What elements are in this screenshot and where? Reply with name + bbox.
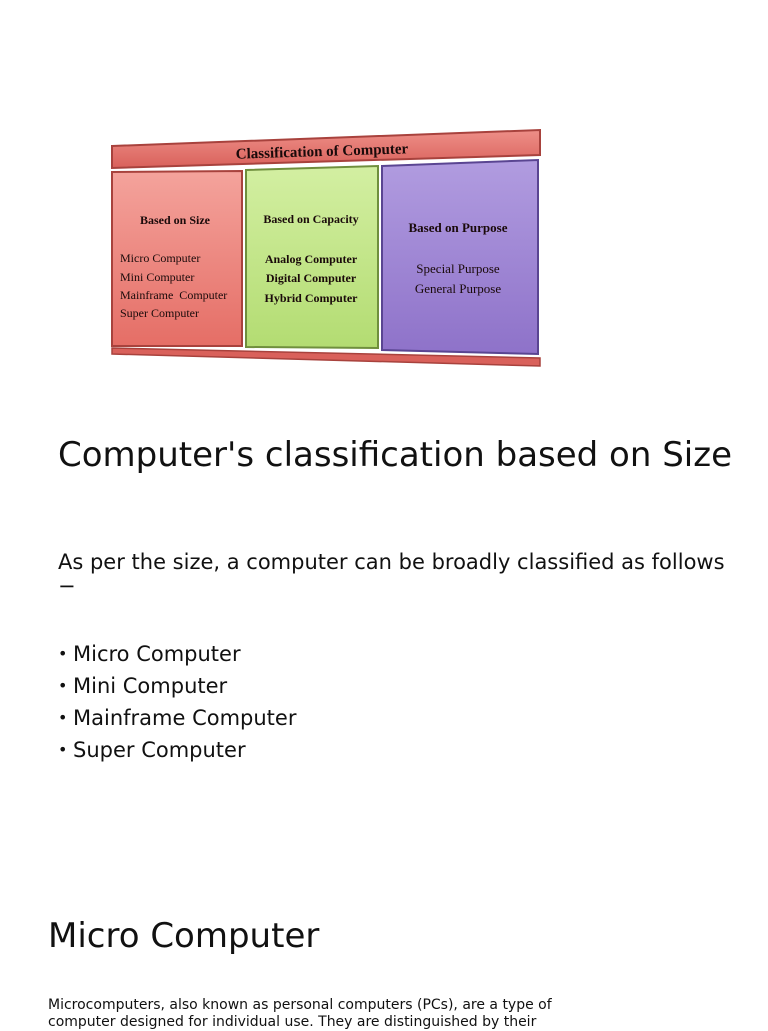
list-item: • Mini Computer (58, 670, 296, 702)
purpose-item: Special Purpose (416, 261, 500, 276)
classification-diagram: Classification of Computer Based on Size… (110, 128, 542, 370)
capacity-column-heading: Based on Capacity (263, 212, 358, 226)
purpose-column-heading: Based on Purpose (409, 220, 508, 235)
capacity-item: Hybrid Computer (265, 291, 359, 305)
size-item: Micro Computer (120, 251, 200, 265)
bullet-icon: • (58, 740, 68, 759)
capacity-item: Digital Computer (266, 271, 357, 285)
bullet-icon: • (58, 708, 68, 727)
size-classification-heading: Computer's classification based on Size (58, 435, 733, 475)
capacity-column-box (245, 164, 379, 350)
list-item-label: Mainframe Computer (73, 706, 297, 730)
list-item: • Mainframe Computer (58, 702, 296, 734)
list-item-label: Super Computer (73, 738, 246, 762)
size-classification-intro: As per the size, a computer can be broad… (58, 550, 725, 598)
size-column-box (111, 169, 243, 347)
list-item-label: Micro Computer (73, 642, 241, 666)
diagram-bottom-bar (111, 347, 541, 367)
diagram-banner (111, 128, 541, 170)
diagram-title: Classification of Computer (236, 141, 409, 162)
micro-computer-heading: Micro Computer (48, 916, 320, 956)
capacity-item: Analog Computer (265, 252, 358, 266)
list-item: • Micro Computer (58, 638, 296, 670)
bullet-icon: • (58, 676, 68, 695)
bullet-icon: • (58, 644, 68, 663)
size-item: Mainframe Computer (120, 288, 227, 302)
list-item: • Super Computer (58, 734, 296, 766)
size-item: Super Computer (120, 306, 199, 320)
purpose-item: General Purpose (415, 281, 502, 296)
purpose-column-box (381, 158, 539, 356)
list-item-label: Mini Computer (73, 674, 228, 698)
size-classification-list: • Micro Computer • Mini Computer • Mainfram… (58, 638, 296, 766)
size-item: Mini Computer (120, 270, 194, 284)
micro-computer-paragraph: Microcomputers, also known as personal c… (48, 997, 552, 1030)
size-column-heading: Based on Size (140, 213, 211, 227)
